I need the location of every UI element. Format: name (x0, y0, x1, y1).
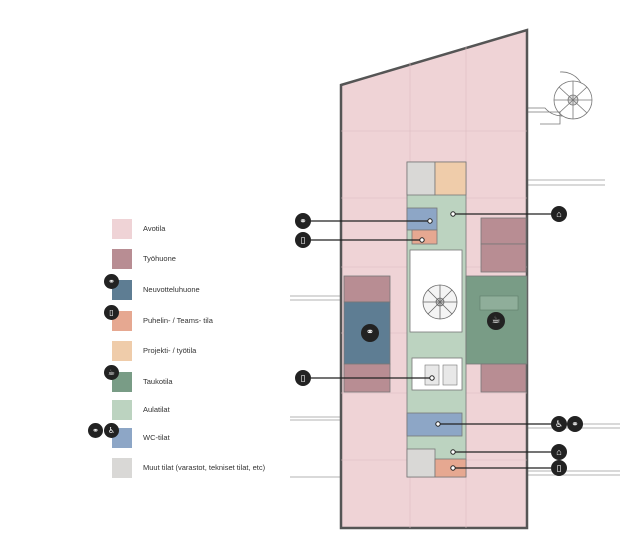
meeting-people-icon: ⚭ (104, 274, 119, 289)
legend-swatch-projekti (112, 341, 132, 361)
legend-swatch-aulatilat (112, 400, 132, 420)
leader-lines (311, 213, 551, 469)
wc-people-icon: ⚭ (88, 423, 103, 438)
leader-dots (419, 211, 456, 471)
hanger-icon: ⌂ (551, 206, 567, 222)
wc-top (406, 207, 438, 231)
legend-label-aulatilat: Aulatilat (143, 405, 170, 414)
internal-spiral-stair (422, 284, 458, 320)
phone-room-top (411, 229, 438, 245)
legend-label-wc: WC-tilat (143, 433, 170, 442)
project-room (434, 161, 467, 196)
work-room-left-3 (343, 377, 391, 393)
work-room-right-2 (480, 243, 527, 273)
phone-icon: ▯ (104, 305, 119, 320)
kitchen-counter (479, 295, 519, 311)
wc-accessible-icon: ♿ (551, 416, 567, 432)
hanger-icon: ⌂ (551, 444, 567, 460)
work-room-right-1 (480, 217, 527, 245)
legend-label-puhelin: Puhelin- / Teams- tila (143, 316, 213, 325)
elevator-left (424, 364, 440, 386)
legend-label-muut: Muut tilat (varastot, tekniset tilat, et… (143, 463, 266, 472)
surroundings (290, 179, 620, 478)
legend-label-taukotila: Taukotila (143, 377, 173, 386)
phone-icon: ▯ (295, 370, 311, 386)
phone-icon: ▯ (551, 460, 567, 476)
legend-swatch-avotila (112, 219, 132, 239)
legend-label-tyohuone: Työhuone (143, 254, 176, 263)
work-room-left-2 (343, 363, 391, 379)
external-spiral-stair (527, 71, 593, 125)
storage-room-bottom (406, 448, 436, 478)
wc-accessible-icon: ♿ (104, 423, 119, 438)
legend-swatch-tyohuone (112, 249, 132, 269)
legend-label-avotila: Avotila (143, 224, 166, 233)
meeting-people-icon: ⚭ (295, 213, 311, 229)
legend-label-neuvotteluhuone: Neuvotteluhuone (143, 285, 200, 294)
legend-swatch-muut (112, 458, 132, 478)
work-room-right-3 (480, 363, 527, 393)
elevator-right (442, 364, 458, 386)
phone-icon: ▯ (295, 232, 311, 248)
coffee-icon: ☕ (104, 365, 119, 380)
coffee-icon: ☕ (487, 312, 505, 330)
work-room-left-1 (343, 275, 391, 303)
storage-room-top (406, 161, 436, 196)
wc-people-icon: ⚭ (567, 416, 583, 432)
meeting-people-icon: ⚭ (361, 324, 379, 342)
legend-label-projekti: Projekti- / työtila (143, 346, 197, 355)
